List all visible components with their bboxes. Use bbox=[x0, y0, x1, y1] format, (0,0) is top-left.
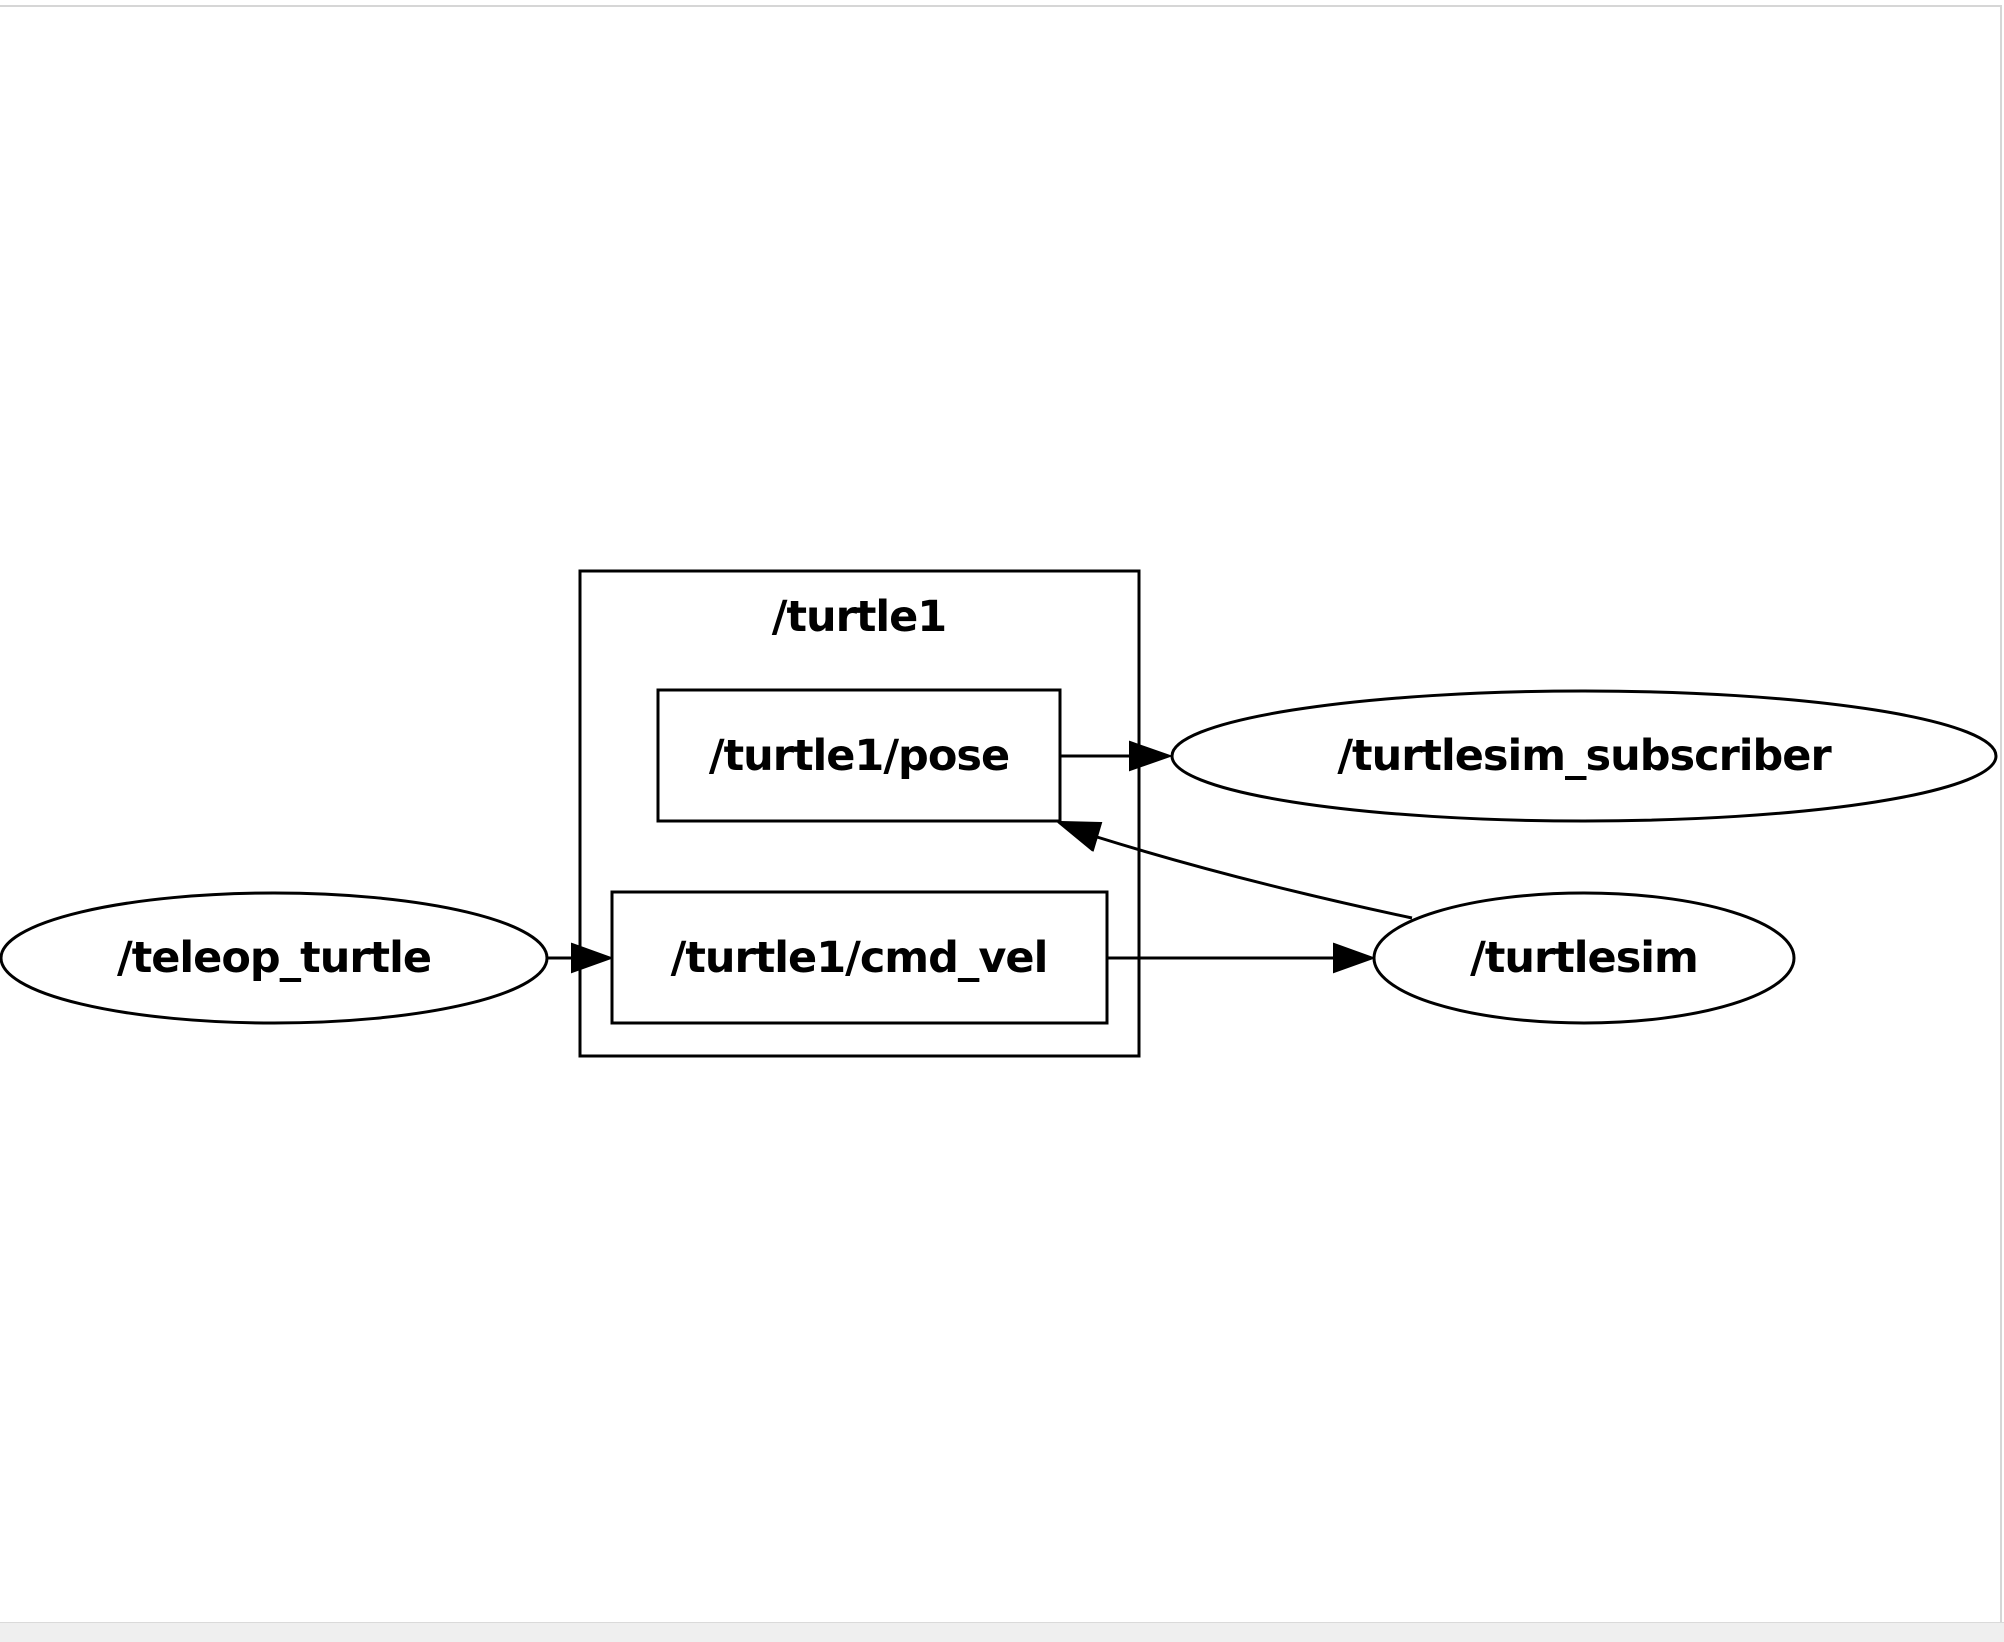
edge-cmd-vel-to-turtlesim bbox=[1108, 942, 1376, 974]
node-turtle1-pose[interactable]: /turtle1/pose bbox=[656, 688, 1062, 823]
node-label: /turtle1/pose bbox=[709, 731, 1009, 781]
cluster-turtle1[interactable]: /turtle1 bbox=[578, 569, 1141, 1058]
node-rect bbox=[610, 890, 1109, 1025]
edge-pose-to-subscriber bbox=[1061, 740, 1174, 772]
arrowhead-icon bbox=[1333, 942, 1376, 974]
node-label: /turtlesim bbox=[1470, 933, 1698, 983]
arrowhead-icon-fill bbox=[1056, 820, 1103, 852]
edge-line bbox=[1096, 835, 1413, 920]
node-ellipse bbox=[1372, 891, 1796, 1025]
edge-turtlesim-to-pose bbox=[1056, 820, 1413, 920]
node-ellipse bbox=[0, 891, 549, 1025]
node-rect bbox=[656, 688, 1062, 823]
cluster-turtle1-title: /turtle1 bbox=[772, 592, 946, 642]
bottom-scrollbar-area bbox=[0, 1622, 2004, 1642]
arrowhead-icon bbox=[1129, 740, 1174, 772]
node-label: /turtle1/cmd_vel bbox=[671, 933, 1048, 983]
node-turtle1-cmd-vel[interactable]: /turtle1/cmd_vel bbox=[610, 890, 1109, 1025]
edge-teleop-to-cmd-vel bbox=[548, 942, 614, 974]
cluster-turtle1-border bbox=[578, 569, 1141, 1058]
node-turtlesim-subscriber[interactable]: /turtlesim_subscriber bbox=[1170, 689, 1998, 823]
node-teleop-turtle[interactable]: /teleop_turtle bbox=[0, 891, 549, 1025]
arrowhead-icon bbox=[571, 942, 614, 974]
node-ellipse bbox=[1170, 689, 1998, 823]
node-label: /turtlesim_subscriber bbox=[1337, 731, 1832, 781]
node-turtlesim[interactable]: /turtlesim bbox=[1372, 891, 1796, 1025]
node-label: /teleop_turtle bbox=[117, 933, 431, 983]
